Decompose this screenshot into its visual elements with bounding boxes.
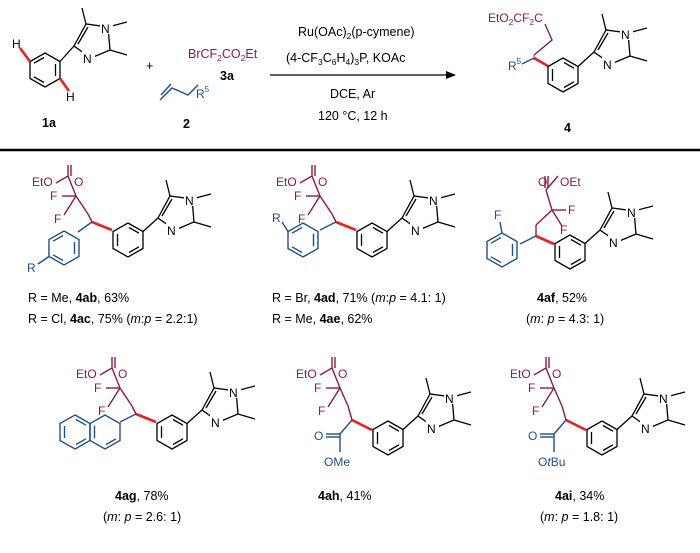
r5-label: R5 bbox=[196, 85, 210, 101]
n-label: N bbox=[429, 194, 438, 208]
product-4af: O OEt F F F N N 4af, 52% (m: p = 4.3: 1) bbox=[486, 175, 654, 326]
caption-4ac: R = Cl, 4ac, 75% (m:p = 2.2:1) bbox=[28, 312, 198, 326]
compound-label-1a: 1a bbox=[42, 116, 57, 130]
product-4ad-4ae: EtO O F F R N N R = Br, 4ad, 71% (m:p = … bbox=[272, 165, 456, 326]
o-label: O bbox=[318, 175, 327, 189]
product-4: EtO2CF2C R5 N N 4 bbox=[488, 11, 648, 135]
otbu-label: OtBu bbox=[538, 455, 565, 469]
compound-label-4: 4 bbox=[564, 121, 571, 135]
f-label: F bbox=[50, 189, 57, 203]
n-label: N bbox=[167, 224, 176, 238]
o-label: O bbox=[528, 429, 537, 443]
r-label: R bbox=[27, 261, 36, 275]
n-label: N bbox=[609, 236, 618, 250]
compound-label-3a: 3a bbox=[220, 69, 235, 83]
temp-time-text: 120 °C, 12 h bbox=[318, 109, 388, 123]
eto-label: EtO bbox=[76, 367, 97, 381]
eto-label: EtO bbox=[32, 175, 53, 189]
n-label: N bbox=[659, 392, 668, 406]
caption-4ah: 4ah, 41% bbox=[318, 489, 372, 503]
n-label: N bbox=[445, 392, 454, 406]
caption-4ab: R = Me, 4ab, 63% bbox=[28, 291, 129, 305]
f-label: F bbox=[98, 404, 105, 418]
ome-label: OMe bbox=[324, 455, 350, 469]
f-label: F bbox=[294, 189, 301, 203]
eto-label: EtO bbox=[296, 367, 317, 381]
o-label: O bbox=[314, 429, 323, 443]
eto-label: EtO bbox=[276, 175, 297, 189]
f-label: F bbox=[532, 404, 539, 418]
f-label: F bbox=[560, 223, 567, 237]
o-label: O bbox=[74, 175, 83, 189]
conditions: Ru(OAc)2(p-cymene) (4-CF3C6H4)3P, KOAc D… bbox=[270, 25, 456, 123]
n-label: N bbox=[621, 28, 630, 42]
reactant-2: R5 2 bbox=[159, 83, 210, 131]
o-label: O bbox=[538, 175, 547, 189]
n-label: N bbox=[627, 206, 636, 220]
oet-label: OEt bbox=[560, 175, 581, 189]
reagent-formula: BrCF2CO2Et bbox=[188, 47, 258, 63]
caption-4ad: R = Br, 4ad, 71% (m:p = 4.1: 1) bbox=[272, 291, 446, 305]
catalyst-text: Ru(OAc)2(p-cymene) bbox=[298, 25, 415, 41]
o-label: O bbox=[552, 367, 561, 381]
caption-4ae: R = Me, 4ae, 62% bbox=[272, 312, 372, 326]
reagent-3a: BrCF2CO2Et 3a bbox=[188, 47, 258, 83]
caption-4af: 4af, 52% bbox=[537, 291, 587, 305]
eto-label: EtO bbox=[510, 367, 531, 381]
n-label: N bbox=[427, 422, 436, 436]
n-label: N bbox=[185, 194, 194, 208]
n-label: N bbox=[229, 386, 238, 400]
n-label: N bbox=[603, 58, 612, 72]
n-label: N bbox=[211, 416, 220, 430]
ester-chain-text: EtO2CF2C bbox=[488, 11, 543, 27]
ratio-4ag: (m: p = 2.6: 1) bbox=[103, 510, 181, 524]
compound-label-2: 2 bbox=[183, 117, 190, 131]
n-label: N bbox=[411, 224, 420, 238]
o-label: O bbox=[118, 367, 127, 381]
product-4ai: EtO O F F O OtBu N N 4ai, 34% (m: p = 1.… bbox=[510, 357, 686, 524]
product-4ag: EtO O F F N N 4ag, 78% (m: p = 2.6: 1) bbox=[59, 357, 256, 524]
f-label: F bbox=[528, 381, 535, 395]
f-label: F bbox=[318, 404, 325, 418]
reactant-1a: H H N N 1a bbox=[12, 7, 128, 130]
ratio-4ai: (m: p = 1.8: 1) bbox=[540, 510, 618, 524]
f-label: F bbox=[298, 212, 305, 226]
product-4ab-4ac: EtO O F F R N N R = Me, 4ab, 63% R = Cl,… bbox=[27, 165, 212, 326]
f-label: F bbox=[568, 203, 575, 217]
solvent-text: DCE, Ar bbox=[330, 87, 375, 101]
f-label: F bbox=[314, 381, 321, 395]
f-label: F bbox=[54, 212, 61, 226]
ratio-4af: (m: p = 4.3: 1) bbox=[526, 312, 604, 326]
caption-4ag: 4ag, 78% bbox=[115, 489, 169, 503]
f-label: F bbox=[94, 381, 101, 395]
r5-label: R5 bbox=[508, 57, 522, 73]
ligand-text: (4-CF3C6H4)3P, KOAc bbox=[286, 51, 405, 67]
n-label: N bbox=[83, 52, 92, 66]
o-label: O bbox=[338, 367, 347, 381]
r-label: R bbox=[272, 211, 281, 225]
product-4ah: EtO O F F O OMe N N 4ah, 41% bbox=[296, 357, 472, 503]
h-label-ring: H bbox=[66, 90, 75, 104]
n-label: N bbox=[641, 422, 650, 436]
h-label-top: H bbox=[12, 37, 21, 51]
caption-4ai: 4ai, 34% bbox=[555, 489, 604, 503]
plus-sign: + bbox=[146, 59, 153, 73]
f-label: F bbox=[494, 208, 501, 222]
n-label: N bbox=[101, 22, 110, 36]
